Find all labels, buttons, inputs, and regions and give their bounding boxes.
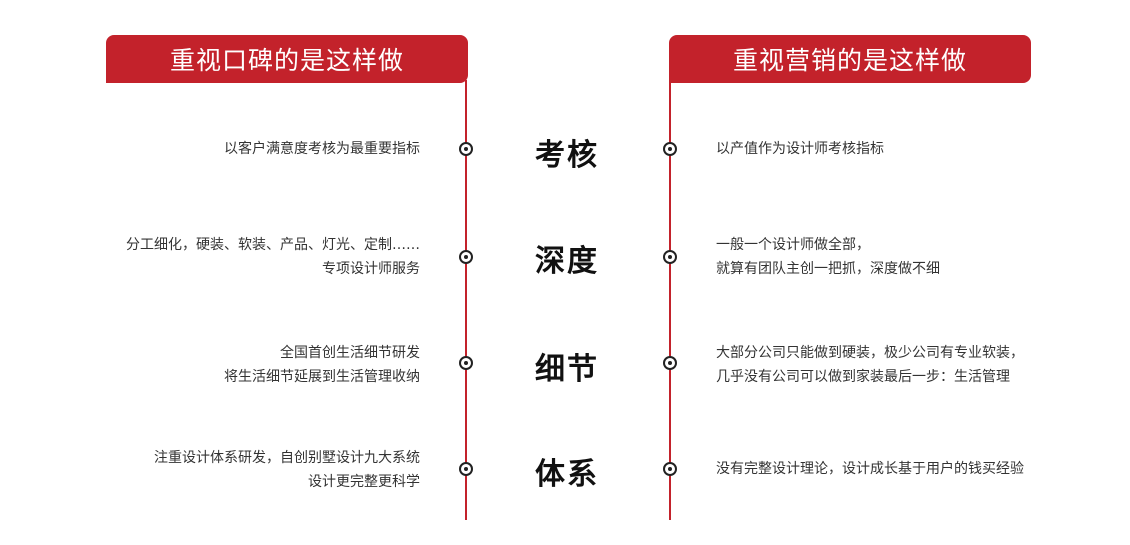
row-1-right-text: 以产值作为设计师考核指标: [716, 137, 1116, 161]
bullseye-icon: [459, 142, 473, 156]
row-1-left-text: 以客户满意度考核为最重要指标: [40, 137, 420, 161]
row-4-left-line-2: 设计更完整更科学: [308, 474, 420, 490]
header-left-title: 重视口碑的是这样做: [169, 46, 404, 75]
bullseye-icon: [459, 462, 473, 476]
left-timeline: [465, 80, 467, 520]
row-4-category: 体系: [535, 457, 599, 492]
bullseye-icon: [663, 356, 677, 370]
row-3-category: 细节: [535, 352, 599, 387]
bullseye-icon: [663, 462, 677, 476]
row-4-right-line-1: 没有完整设计理论，设计成长基于用户的钱买经验: [716, 461, 1024, 477]
row-4-left-text: 注重设计体系研发，自创别墅设计九大系统 设计更完整更科学: [40, 446, 420, 494]
row-1-left-line-1: 以客户满意度考核为最重要指标: [224, 141, 420, 157]
row-2-left-line-2: 专项设计师服务: [322, 261, 420, 277]
bullseye-icon: [663, 250, 677, 264]
row-2-category: 深度: [535, 244, 599, 279]
row-3-right-line-1: 大部分公司只能做到硬装，极少公司有专业软装，: [716, 345, 1024, 361]
row-4-left-line-1: 注重设计体系研发，自创别墅设计九大系统: [154, 450, 420, 466]
row-2-right-text: 一般一个设计师做全部， 就算有团队主创一把抓，深度做不细: [716, 233, 1116, 281]
bullseye-icon: [663, 142, 677, 156]
header-right: 重视营销的是这样做: [669, 35, 1031, 83]
header-left: 重视口碑的是这样做: [106, 35, 468, 83]
row-1-category: 考核: [535, 138, 599, 173]
row-2-left-line-1: 分工细化，硬装、软装、产品、灯光、定制……: [126, 237, 420, 253]
row-3-right-text: 大部分公司只能做到硬装，极少公司有专业软装， 几乎没有公司可以做到家装最后一步：…: [716, 341, 1116, 389]
row-2-right-line-2: 就算有团队主创一把抓，深度做不细: [716, 261, 940, 277]
row-3-left-text: 全国首创生活细节研发 将生活细节延展到生活管理收纳: [40, 341, 420, 389]
row-2-left-text: 分工细化，硬装、软装、产品、灯光、定制…… 专项设计师服务: [40, 233, 420, 281]
row-3-left-line-2: 将生活细节延展到生活管理收纳: [224, 369, 420, 385]
row-2-right-line-1: 一般一个设计师做全部，: [716, 237, 870, 253]
bullseye-icon: [459, 250, 473, 264]
bullseye-icon: [459, 356, 473, 370]
row-4-right-text: 没有完整设计理论，设计成长基于用户的钱买经验: [716, 457, 1116, 481]
header-right-title: 重视营销的是这样做: [732, 46, 967, 75]
right-timeline: [669, 80, 671, 520]
row-3-right-line-2: 几乎没有公司可以做到家装最后一步：生活管理: [716, 369, 1010, 385]
row-3-left-line-1: 全国首创生活细节研发: [280, 345, 420, 361]
row-1-right-line-1: 以产值作为设计师考核指标: [716, 141, 884, 157]
